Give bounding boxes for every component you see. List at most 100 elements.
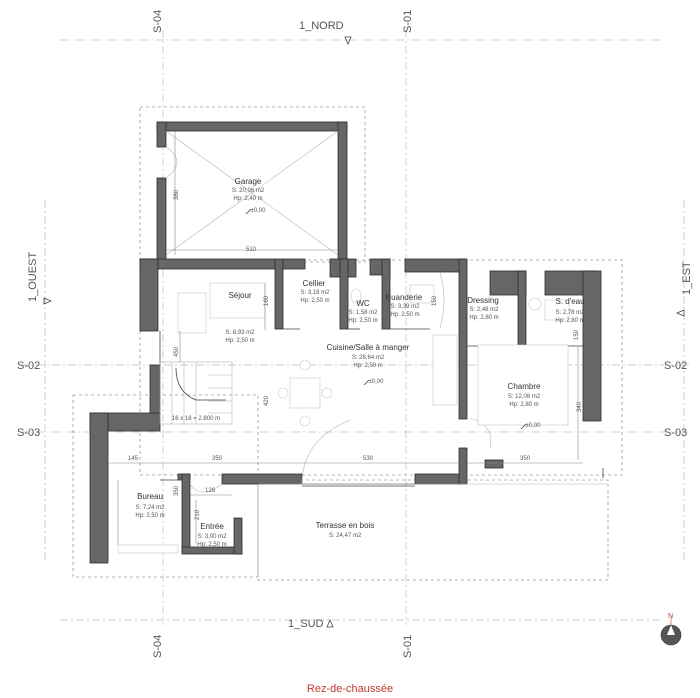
room-area-seau: S: 2,78 m2	[555, 310, 585, 316]
drawing-title: Rez-de-chaussée	[307, 683, 393, 695]
wall-chambre-south	[484, 459, 504, 469]
wall-buanderie-north	[404, 258, 466, 273]
bed-furniture	[477, 344, 569, 426]
axis-label-sud: 1_SUD	[288, 618, 324, 630]
room-height-buanderie: Hp: 2,50 m	[390, 312, 419, 318]
nord-marker-icon	[344, 36, 352, 46]
room-area-entree: S: 3,00 m2	[197, 534, 227, 540]
dim-420: 420	[264, 395, 270, 406]
room-name-entree: Entrée	[200, 522, 224, 531]
est-marker-icon	[675, 309, 685, 317]
room-height-wc: Hp: 2,50 m	[348, 318, 377, 324]
axis-label-s01-top: S-01	[402, 10, 414, 33]
wall-entree-west	[181, 473, 191, 553]
wall-bureau-west	[89, 412, 109, 564]
stair-direction-icon	[175, 367, 226, 401]
axis-label-s04-bottom: S-04	[152, 635, 164, 658]
wall-dressing-seau	[517, 270, 527, 347]
partitions	[159, 328, 608, 487]
dim-160: 160	[264, 295, 270, 306]
ouest-marker-icon	[43, 297, 53, 305]
dim-126: 126	[205, 488, 216, 494]
room-area-cellier: S: 3,18 m2	[300, 290, 330, 296]
sofa-furniture	[209, 282, 266, 319]
wall-entree-east	[233, 517, 243, 555]
room-area-terrasse: S: 24,47 m2	[329, 533, 362, 539]
dim-530: 530	[363, 456, 374, 462]
wall-garage-east	[337, 121, 348, 265]
room-height-cuisine: Hp: 2,50 m	[353, 363, 382, 369]
room-name-buanderie: Buanderie	[386, 293, 423, 302]
wall-wc-east	[381, 258, 391, 330]
room-level-garage: ±0,00	[251, 208, 267, 214]
room-name-garage: Garage	[235, 177, 262, 186]
room-area-garage: S: 20,06 m2	[232, 188, 265, 194]
axis-label-s03-right: S-03	[664, 427, 687, 439]
room-name-cuisine: Cuisine/Salle à manger	[327, 343, 410, 352]
wall-kitchen-east	[458, 258, 468, 420]
room-height-dressing: Hp: 2,80 m	[469, 315, 498, 321]
compass-north-label: N	[668, 613, 673, 620]
room-area-bureau: S: 7,24 m2	[135, 505, 165, 511]
sud-marker-icon	[326, 618, 334, 628]
dim-350b: 350	[520, 456, 531, 462]
room-name-chambre: Chambre	[508, 382, 541, 391]
room-labels: Garage S: 20,06 m2 Hp: 2,40 m ±0,00 Cell…	[135, 177, 585, 548]
wall-west-stair	[149, 364, 161, 416]
garage-cross-b	[165, 130, 339, 256]
wall-south-left	[221, 473, 303, 485]
dim-150b: 150	[574, 329, 580, 340]
dim-380: 380	[174, 189, 180, 200]
chair-furniture	[299, 415, 311, 427]
dim-450: 450	[174, 346, 180, 357]
wall-cellier-west	[274, 258, 284, 330]
room-height-garage: Hp: 2,40 m	[233, 196, 262, 202]
washbasin-furniture	[544, 299, 570, 321]
room-area-dressing: S: 2,48 m2	[469, 307, 499, 313]
room-area-cuisine: S: 28,64 m2	[352, 355, 385, 361]
dim-510: 510	[246, 247, 257, 253]
wall-chambre-southwest	[458, 447, 468, 485]
level-marker-icon	[520, 423, 527, 430]
chair-furniture	[277, 387, 289, 399]
room-name-wc: WC	[356, 299, 370, 308]
room-height-seau: Hp: 2,80 m	[555, 318, 584, 324]
staircase	[159, 361, 233, 425]
door-swing-chambre	[469, 417, 492, 449]
dining-table-furniture	[289, 377, 321, 409]
room-name-seau: S. d'eau	[555, 297, 584, 306]
room-height-bureau: Hp: 2,50 m	[135, 513, 164, 519]
furniture	[117, 130, 570, 554]
dim-350a: 350	[212, 456, 223, 462]
axis-label-s03-left: S-03	[17, 427, 40, 439]
room-height-sejour: Hp: 2,50 m	[225, 338, 254, 344]
room-level-cuisine: ±0,00	[369, 379, 385, 385]
kitchen-counter-furniture	[432, 334, 458, 406]
dim-340: 340	[577, 401, 583, 412]
wall-north-main	[139, 258, 276, 270]
wall-south-right	[414, 473, 466, 485]
door-swing-entree	[189, 483, 223, 493]
room-name-dressing: Dressing	[467, 296, 499, 305]
walls	[89, 121, 602, 564]
wall-cellier-north	[282, 258, 306, 270]
axis-label-s04-top: S-04	[152, 10, 164, 33]
room-area-chambre: S: 12,08 m2	[508, 394, 541, 400]
axis-label-ouest: 1_OUEST	[27, 252, 39, 302]
north-compass-icon	[660, 617, 682, 646]
dimension-lines	[108, 131, 583, 545]
armchair-furniture	[177, 292, 207, 334]
door-swings	[165, 146, 492, 493]
room-level-chambre: ±0,00	[526, 423, 542, 429]
room-name-cellier: Cellier	[303, 279, 326, 288]
axis-label-s02-left: S-02	[17, 360, 40, 372]
dim-145: 145	[128, 456, 139, 462]
room-height-entree: Hp: 2,50 m	[197, 542, 226, 548]
washer-furniture	[409, 284, 435, 304]
room-area-wc: S: 1,58 m2	[348, 310, 378, 316]
wall-west-upper	[139, 258, 159, 332]
chair-furniture	[321, 387, 333, 399]
room-area-buanderie: S: 3,39 m2	[390, 304, 420, 310]
wall-garage-west-top	[156, 121, 167, 148]
